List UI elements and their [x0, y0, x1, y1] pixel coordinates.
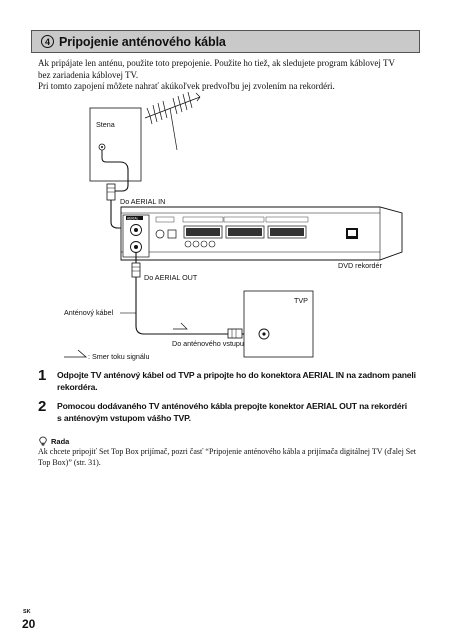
legend-arrow-icon	[64, 349, 88, 358]
wall-outlet-icon	[98, 143, 106, 151]
step-line: s anténovým vstupom vášho TVP.	[57, 413, 191, 423]
tip-line: Ak chcete pripojiť Set Top Box prijímač,…	[38, 447, 417, 456]
steps-list: 1 Odpojte TV anténový kábel od TVP a pri…	[38, 367, 433, 431]
step-number: 1	[38, 367, 47, 384]
tip-line: Top Box)” (str. 31).	[38, 457, 101, 467]
tv-box	[243, 290, 314, 358]
step-line: Pomocou dodávaného TV anténového kábla p…	[57, 401, 407, 411]
tv-input-label: Do anténového vstupu	[172, 339, 244, 348]
step-number: 2	[38, 398, 47, 415]
section-header: 4 Pripojenie anténového kábla	[31, 30, 420, 53]
recorder-label: DVD rekordér	[338, 261, 383, 270]
tv-label: TVP	[294, 296, 308, 305]
legend-label: : Smer toku signálu	[88, 352, 150, 361]
intro-line: Pri tomto zapojení môžete nahrať akúkoľv…	[38, 81, 335, 91]
recorder-aerial-text: AERIAL	[127, 216, 139, 220]
page-language: SK	[23, 609, 31, 615]
step-line: Odpojte TV anténový kábel od TVP a pripo…	[57, 370, 416, 380]
tip-label: Rada	[51, 436, 70, 446]
dvd-recorder: AERIAL	[120, 206, 403, 261]
wall-label: Stena	[96, 120, 115, 129]
intro-text: Ak pripájate len anténu, použite toto pr…	[38, 58, 428, 93]
step-line: rekordéra.	[57, 382, 98, 392]
tip-header: Rada	[38, 436, 433, 446]
step-item: 1 Odpojte TV anténový kábel od TVP a pri…	[38, 367, 433, 393]
step-item: 2 Pomocou dodávaného TV anténového kábla…	[38, 398, 433, 424]
aerial-in-plug	[106, 183, 116, 201]
tv-antenna-jack-icon	[258, 328, 270, 340]
tv-plug	[227, 328, 243, 339]
aerial-out-label: Do AERIAL OUT	[144, 273, 198, 282]
tip-text: Ak chcete pripojiť Set Top Box prijímač,…	[38, 447, 433, 468]
lightbulb-icon	[39, 436, 47, 446]
intro-line: Ak pripájate len anténu, použite toto pr…	[38, 58, 395, 68]
intro-line: bez zariadenia káblovej TV.	[38, 69, 139, 80]
step-text: Odpojte TV anténový kábel od TVP a pripo…	[57, 369, 416, 393]
signal-arrow-icon	[173, 322, 188, 330]
cable-label: Anténový kábel	[64, 308, 114, 317]
section-title: Pripojenie anténového kábla	[59, 34, 226, 49]
step-text: Pomocou dodávaného TV anténového kábla p…	[57, 400, 407, 424]
section-number: 4	[41, 35, 54, 48]
antenna-icon	[144, 91, 201, 151]
page-number: 20	[22, 617, 36, 631]
aerial-out-plug	[131, 262, 141, 278]
aerial-in-label: Do AERIAL IN	[120, 197, 165, 206]
tip-box: Rada Ak chcete pripojiť Set Top Box prij…	[38, 436, 433, 468]
wall-box	[89, 107, 142, 182]
